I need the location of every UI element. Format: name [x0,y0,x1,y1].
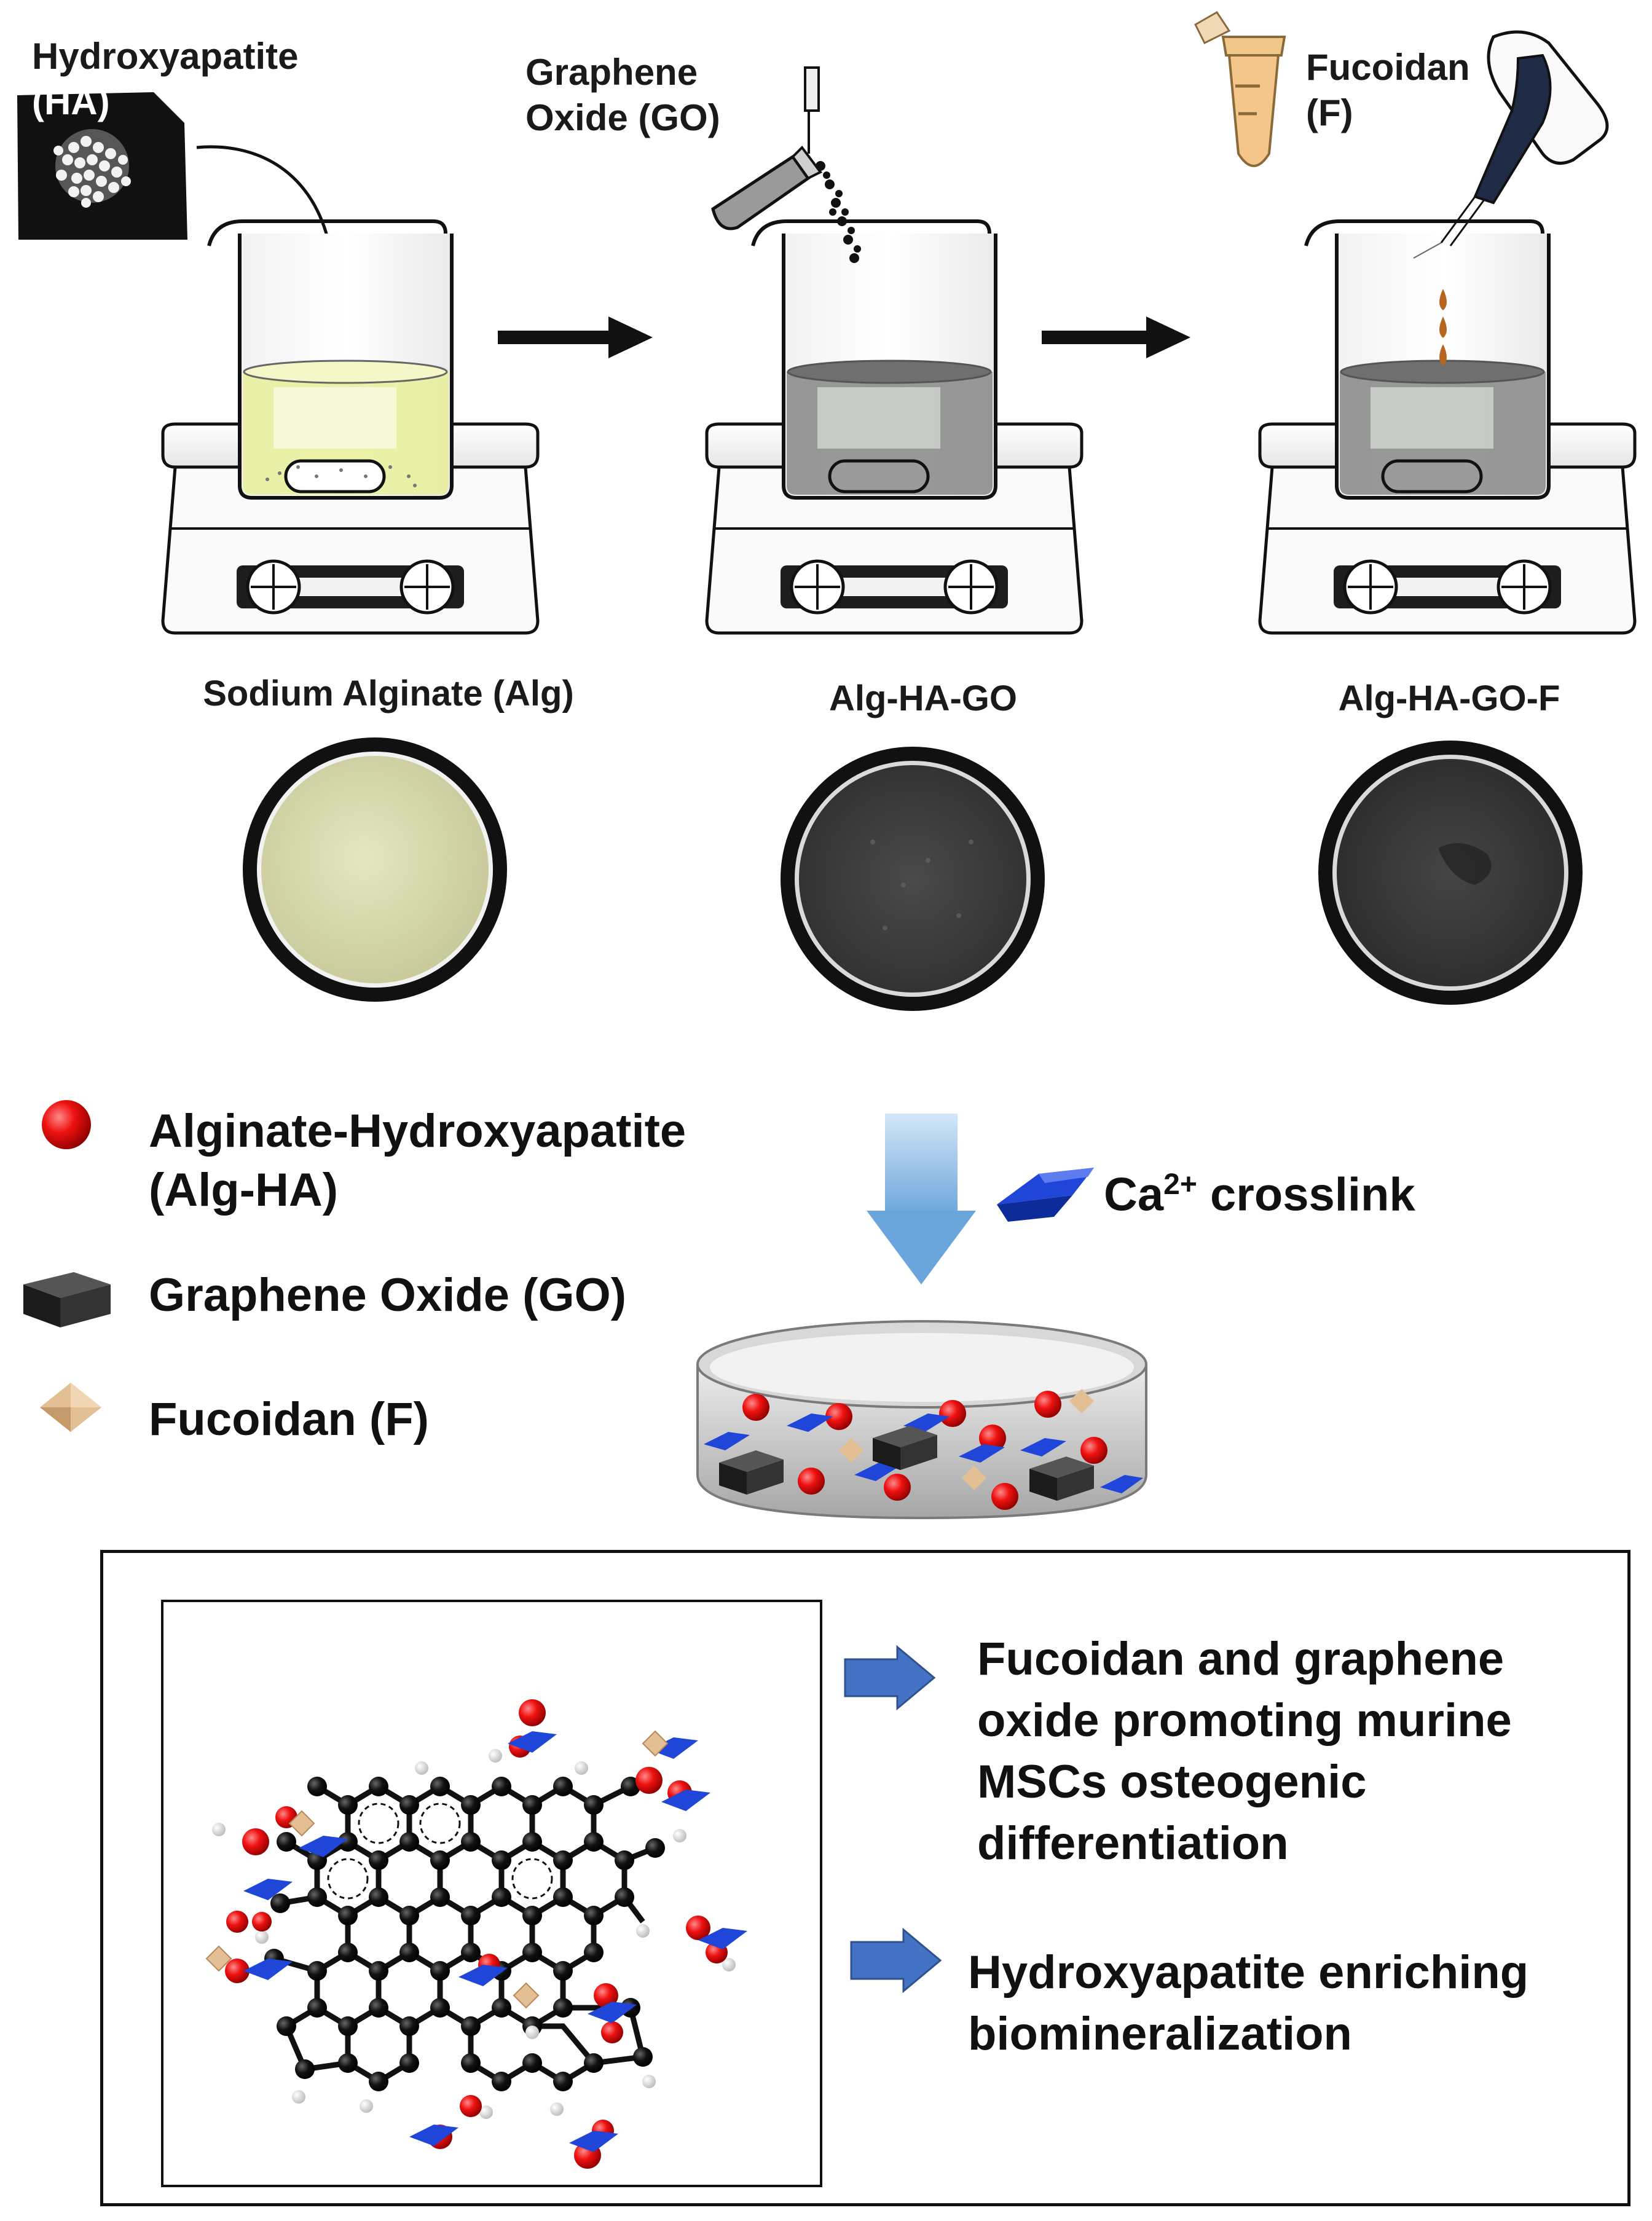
molecule-panel [161,1600,822,2187]
alg-ha-sphere-icon [42,1100,91,1149]
composite-scaffold-dish [696,1320,1147,1520]
bullet1-line2: oxide promoting murine [977,1694,1512,1747]
graphene-oxide-sheet-icon [23,1272,111,1327]
hydroxyapatite-abbr-label: (HA) [32,81,110,122]
bullet1-line1: Fucoidan and graphene [977,1633,1504,1685]
ca-crosslink-label: Ca2+ crosslink [1104,1155,1415,1224]
summary-bullet-osteogenic: Fucoidan and graphene oxide promoting mu… [977,1629,1512,1874]
sample-photos [243,737,1583,1011]
ca-charge: 2+ [1163,1168,1197,1201]
sample-dish-alg-ha-go [781,747,1045,1011]
fucoidan-drops-icon [1439,289,1447,366]
fucoidan-crystal-icon [40,1383,101,1432]
legend-alg-ha-line2: (Alg-HA) [149,1164,339,1216]
step-caption-alg-ha-go: Alg-HA-GO [829,678,1017,718]
summary-box [100,1550,1630,2206]
hydroxyapatite-label: Hydroxyapatite [32,36,298,77]
arrow-down-icon [867,1114,976,1284]
hydroxyapatite-powder-icon [17,92,344,269]
process-scheme: Hydroxyapatite (HA) Graphene Oxide (GO) … [17,11,1637,718]
step-caption-alg-ha-go-f: Alg-HA-GO-F [1339,678,1560,718]
graphene-oxide-label-line1: Graphene [525,52,698,93]
bullet1-line4: differentiation [977,1817,1289,1869]
tube-icon [711,66,861,263]
molecule-icon [205,1699,747,2169]
legend-area [23,1100,1147,1520]
pipette-icon [1413,30,1609,259]
summary-bullet-biomineralization: Hydroxyapatite enriching biomineralizati… [968,1942,1528,2065]
fucoidan-label-line2: (F) [1306,92,1353,133]
graphene-oxide-label-line2: Oxide (GO) [525,97,720,138]
step-caption-alg: Sodium Alginate (Alg) [203,674,574,713]
summary-arrows [844,1645,942,1994]
legend-alg-ha-label: Alginate-Hydroxyapatite (Alg-HA) [149,1102,686,1220]
legend-alg-ha-line1: Alginate-Hydroxyapatite [149,1105,686,1157]
bullet1-line3: MSCs osteogenic [977,1756,1367,1808]
ca-symbol: Ca [1104,1168,1164,1221]
beaker-icon [751,219,997,500]
beaker-icon [1304,219,1551,500]
arrow-right-icon [844,1645,936,1711]
fucoidan-label-line1: Fucoidan [1306,47,1470,88]
crosslink-word: crosslink [1197,1168,1415,1221]
bullet2-line2: biomineralization [968,2008,1352,2060]
legend-go-label: Graphene Oxide (GO) [149,1269,627,1321]
bullet2-line1: Hydroxyapatite enriching [968,1946,1529,1999]
sample-dish-alg [243,737,507,1002]
arrow-right-icon [1042,316,1190,358]
beaker-icon [207,219,454,500]
arrow-right-icon [498,316,653,358]
arrow-right-icon [850,1927,942,1994]
sample-dish-alg-ha-go-f [1318,741,1583,1005]
tube-icon [1194,11,1286,167]
ca-crosslink-crystal-icon [997,1168,1094,1222]
legend-fucoidan-label: Fucoidan (F) [149,1393,429,1445]
